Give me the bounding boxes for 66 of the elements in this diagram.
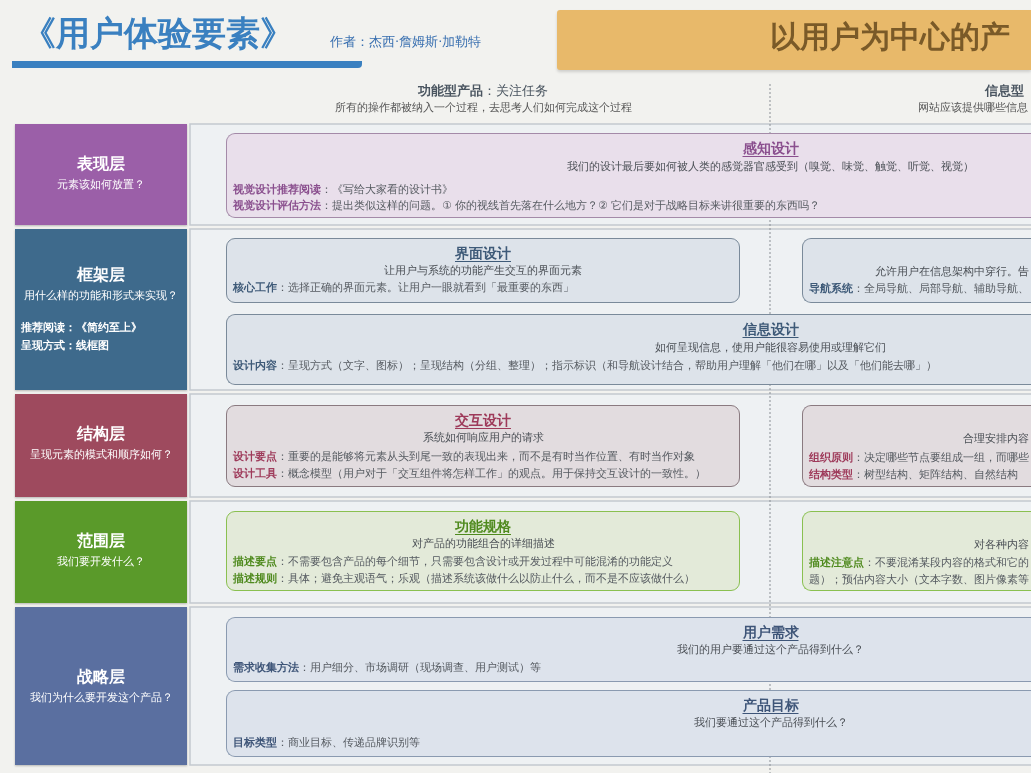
box-text: 核心工作：选择正确的界面元素。让用户一眼就看到「最重要的东西」 [233, 282, 574, 295]
layer-question: 元素该如何放置？ [56, 178, 146, 192]
layer-title: 范围层 [76, 531, 126, 551]
layer-question: 呈现元素的模式和顺序如何？ [28, 448, 174, 462]
box-text: 设计工具：概念模型（用户对于「交互组件将怎样工作」的观点。用于保持交互设计的一致性。） [233, 468, 706, 481]
layer-title: 表现层 [76, 154, 126, 174]
design-box [226, 690, 1031, 757]
design-box [226, 238, 740, 303]
box-text: 导航系统：全局导航、局部导航、辅助导航、 [809, 282, 1029, 295]
layer-title: 框架层 [76, 265, 126, 285]
box-heading: 界面设计 [454, 245, 512, 262]
box-heading: 功能规格 [454, 518, 512, 535]
box-text: 描述规则：具体；避免主观语气；乐观（描述系统该做什么以防止什么，而不是不应该做什么） [233, 573, 695, 586]
design-box [802, 511, 1031, 591]
design-box [226, 133, 1031, 218]
box-description: 合理安排内容 [963, 432, 1029, 445]
design-box [226, 314, 1031, 385]
banner-text: 以用户为中心的产 [770, 19, 1010, 55]
layer-box [15, 501, 187, 603]
design-box [802, 405, 1031, 487]
box-heading: 用户需求 [741, 624, 800, 641]
layer-note: 呈现方式：线框图 [21, 339, 109, 353]
design-box [802, 238, 1031, 303]
box-description: 对各种内容 [974, 538, 1029, 551]
layer-title: 战略层 [76, 667, 126, 687]
layer-box [15, 124, 187, 225]
layer-question: 我们为什么要开发这个产品？ [28, 691, 174, 705]
box-text: 题）；预估内容大小（文本字数、图片像素等 [809, 573, 1029, 586]
banner [557, 10, 1031, 70]
box-description: 对产品的功能组合的详细描述 [410, 538, 556, 551]
box-description: 如何呈现信息，使用户能很容易使用或理解它们 [654, 342, 887, 355]
box-description: 我们的设计最后要如何被人类的感觉器官感受到（嗅觉、味觉、触觉、听觉、视觉） [566, 161, 975, 174]
layer-question: 用什么样的功能和形式来实现？ [23, 289, 179, 303]
layer-box [15, 394, 187, 497]
box-text: 视觉设计推荐阅读：《写给大家看的设计书》 [233, 184, 453, 197]
layer-question: 我们要开发什么？ [56, 555, 146, 569]
layer-box [15, 229, 187, 390]
design-box [226, 617, 1031, 682]
box-text: 设计内容：呈现方式（文字、图标）；呈现结构（分组、整理）；指示标识（和导航设计结合，帮助用户理解「他们在哪」以及「他们能去哪」） [233, 360, 937, 373]
box-description: 我们要通过这个产品得到什么？ [692, 717, 849, 730]
author-name: 作者：杰西·詹姆斯·加勒特 [330, 33, 482, 51]
box-heading: 信息设计 [741, 321, 800, 338]
box-text: 视觉设计评估方法：提出类似这样的问题。① 你的视线首先落在什么地方？② 它们是对于战略目标来讲很重要的东西吗？ [233, 200, 821, 213]
box-heading: 交互设计 [454, 412, 512, 429]
box-text: 描述要点：不需要包含产品的每个细节，只需要包含设计或开发过程中可能混淆的功能定义 [233, 556, 673, 569]
column-description: 网站应该提供哪些信息 [918, 100, 1028, 115]
box-description: 我们的用户要通过这个产品得到什么？ [676, 644, 865, 657]
box-text: 目标类型：商业目标、传递品牌识别等 [233, 737, 420, 750]
box-description: 系统如何响应用户的请求 [421, 432, 545, 445]
layer-note: 推荐阅读：《简约至上》 [21, 321, 142, 335]
column-heading: 功能型产品：关注任务 [418, 82, 548, 100]
design-box [226, 405, 740, 487]
box-description: 允许用户在信息架构中穿行。告 [875, 265, 1029, 278]
box-text: 需求收集方法：用户细分、市场调研（现场调查、用户测试）等 [233, 662, 541, 675]
box-heading: 产品目标 [741, 697, 800, 714]
box-text: 结构类型：树型结构、矩阵结构、自然结构 [809, 468, 1018, 481]
design-box [226, 511, 740, 591]
box-text: 描述注意点：不要混淆某段内容的格式和它的 [809, 556, 1029, 569]
layer-title: 结构层 [76, 424, 126, 444]
column-heading: 信息型 [985, 82, 1024, 100]
box-text: 组织原则：决定哪些节点要组成一组，而哪些 [809, 451, 1029, 464]
box-heading: 感知设计 [741, 140, 800, 157]
box-text: 设计要点：重要的是能够将元素从头到尾一致的表现出来，而不是有时当作位置、有时当作对象 [233, 451, 695, 464]
box-description: 让用户与系统的功能产生交互的界面元素 [383, 265, 583, 278]
layer-box [15, 607, 187, 765]
column-description: 所有的操作都被纳入一个过程，去思考人们如何完成这个过程 [334, 100, 632, 115]
